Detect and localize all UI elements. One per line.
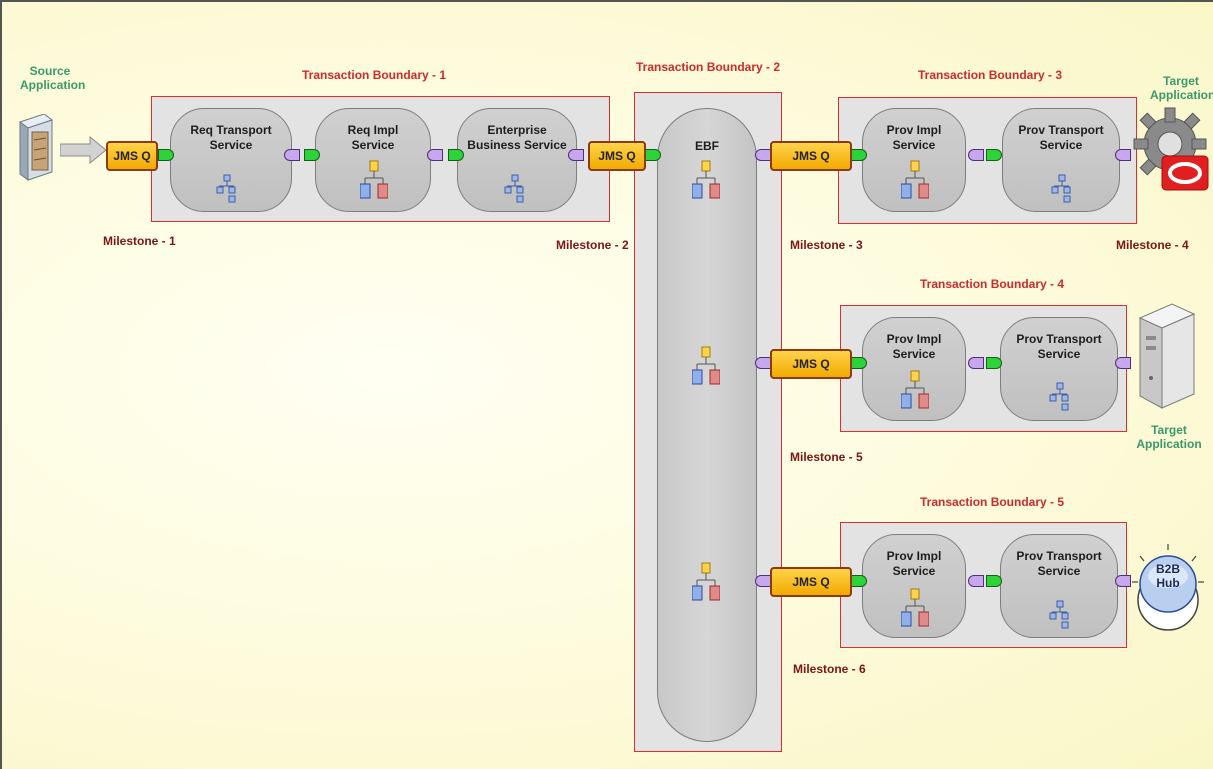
port-out — [304, 149, 320, 161]
port-in — [1115, 149, 1131, 161]
jms-queue-1: JMS Q — [106, 141, 158, 171]
port-out — [448, 149, 464, 161]
ebf-service: EBF — [657, 108, 757, 742]
port-in — [755, 575, 771, 587]
port-out — [986, 149, 1002, 161]
arrow-icon — [60, 136, 107, 164]
port-out — [986, 575, 1002, 587]
composite-service-icon — [216, 174, 236, 203]
port-in — [755, 357, 771, 369]
transaction-boundary-3-label: Transaction Boundary - 3 — [918, 68, 1063, 82]
port-out — [851, 357, 867, 369]
composite-service-icon — [692, 562, 720, 601]
b2b-hub-label: B2B Hub — [1155, 562, 1180, 590]
transaction-boundary-5-label: Transaction Boundary - 5 — [920, 495, 1065, 509]
composite-service-icon — [1049, 600, 1069, 629]
port-in — [284, 149, 300, 161]
milestone-1-label: Milestone - 1 — [103, 234, 176, 248]
source-application-label: Source Application — [20, 64, 86, 92]
transaction-boundary-1-label: Transaction Boundary - 1 — [302, 68, 447, 82]
jms-queue-5: JMS Q — [770, 567, 852, 597]
port-in — [568, 149, 584, 161]
port-in — [755, 149, 771, 161]
port-in — [1115, 357, 1131, 369]
transaction-boundary-2-label: Transaction Boundary - 2 — [636, 60, 781, 74]
milestone-6-label: Milestone - 6 — [793, 662, 866, 676]
port-in — [968, 357, 984, 369]
b2b-hub-icon — [1132, 544, 1204, 631]
target-application-mid-label: Target Application — [1136, 423, 1202, 451]
port-in — [427, 149, 443, 161]
port-in — [968, 149, 984, 161]
port-in — [968, 575, 984, 587]
composite-service-icon — [504, 174, 524, 203]
composite-service-icon — [1049, 382, 1069, 411]
milestone-4-label: Milestone - 4 — [1116, 238, 1189, 252]
port-out — [645, 149, 661, 161]
jms-queue-4: JMS Q — [770, 349, 852, 379]
transaction-boundary-4-label: Transaction Boundary - 4 — [920, 277, 1065, 291]
composite-service-icon — [360, 160, 388, 199]
composite-service-icon — [692, 160, 720, 199]
jms-queue-3: JMS Q — [770, 141, 852, 171]
target-application-top-label: Target Application — [1150, 74, 1213, 102]
composite-service-icon — [692, 346, 720, 385]
oracle-gear-icon — [1133, 107, 1209, 191]
port-out — [851, 575, 867, 587]
composite-service-icon — [901, 588, 929, 627]
port-out — [851, 149, 867, 161]
composite-service-icon — [901, 370, 929, 409]
port-out — [986, 357, 1002, 369]
milestone-5-label: Milestone - 5 — [790, 450, 863, 464]
composite-service-icon — [1051, 174, 1071, 203]
jms-queue-2: JMS Q — [588, 141, 646, 171]
milestone-3-label: Milestone - 3 — [790, 238, 863, 252]
port-out — [158, 149, 174, 161]
server-icon — [1138, 303, 1196, 409]
port-in — [1115, 575, 1131, 587]
source-server-icon — [18, 114, 54, 181]
composite-service-icon — [901, 160, 929, 199]
milestone-2-label: Milestone - 2 — [556, 238, 629, 252]
